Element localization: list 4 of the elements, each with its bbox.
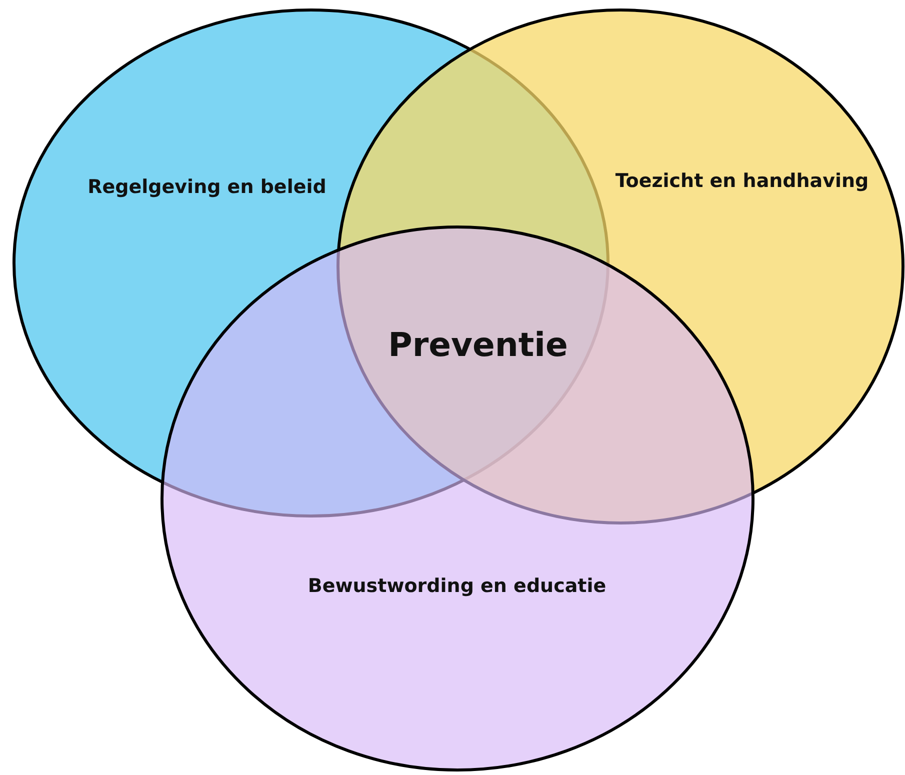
set-label: Toezicht en handhaving: [615, 170, 869, 192]
set-label: Bewustwording en educatie: [308, 575, 606, 597]
set-label: Regelgeving en beleid: [88, 176, 326, 198]
center-label: Preventie: [388, 325, 568, 364]
